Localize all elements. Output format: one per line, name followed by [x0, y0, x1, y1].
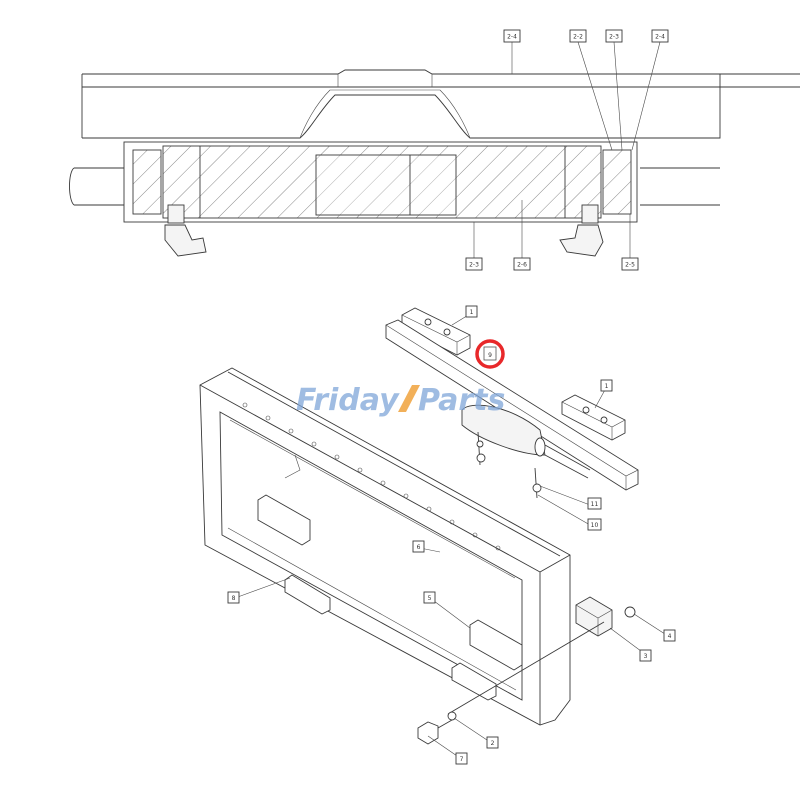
svg-text:2-3: 2-3 [469, 262, 479, 269]
callout-top-7: 2-5 [621, 257, 639, 271]
callout-3: 3 [639, 649, 652, 662]
svg-text:3: 3 [644, 653, 648, 660]
callout-top-3: 2-3 [605, 29, 623, 43]
svg-text:2-4: 2-4 [655, 34, 665, 41]
exploded-leaders [234, 313, 669, 759]
svg-text:4: 4 [668, 633, 672, 640]
svg-text:1: 1 [605, 383, 609, 390]
callout-top-6: 2-6 [513, 257, 531, 271]
callout-top-2: 2-2 [569, 29, 587, 43]
pad-left [257, 494, 311, 546]
callout-7: 7 [455, 752, 468, 765]
pad-right [469, 619, 523, 671]
svg-text:2-4: 2-4 [507, 34, 517, 41]
svg-text:1: 1 [470, 309, 474, 316]
svg-text:6: 6 [417, 544, 421, 551]
callout-5: 5 [423, 591, 436, 604]
svg-text:11: 11 [591, 501, 599, 508]
cylinder-body [162, 145, 602, 219]
bracket-top-right [561, 394, 626, 441]
svg-text:2-2: 2-2 [573, 34, 583, 41]
callout-8: 8 [227, 591, 240, 604]
callout-top-4: 2-4 [651, 29, 669, 43]
top-section-view: 2-4 2-2 2-3 2-4 2-3 2-6 2-5 [69, 29, 800, 271]
fitting-left [164, 204, 207, 257]
lower-shaft [69, 167, 720, 206]
piston [315, 154, 457, 216]
svg-text:5: 5 [428, 595, 432, 602]
bearing-right [602, 149, 632, 215]
callout-2: 2 [486, 736, 499, 749]
callout-11: 11 [587, 497, 602, 510]
rail-holes [242, 402, 501, 551]
svg-text:Parts: Parts [418, 383, 505, 418]
carriage-frame [199, 367, 571, 726]
svg-text:7: 7 [460, 756, 464, 763]
callout-1: 1 [465, 305, 478, 318]
long-rod [447, 621, 605, 715]
callout-top-5: 2-3 [465, 257, 483, 271]
pad-bottom-right [451, 662, 497, 701]
fitting-right [559, 204, 604, 257]
bearing-left [132, 149, 162, 215]
svg-text:9: 9 [488, 352, 492, 359]
bottom-bolt [417, 711, 457, 745]
cylinder-bolts [476, 431, 542, 499]
side-block [575, 596, 636, 637]
upper-beam-bottom [140, 74, 721, 139]
svg-text:2-6: 2-6 [517, 262, 527, 269]
highlight-part-9[interactable]: 9 [475, 339, 505, 369]
svg-text:2-3: 2-3 [609, 34, 619, 41]
exploded-view: 1 1 11 10 6 8 5 4 [199, 305, 676, 765]
cylinder-assembly [385, 319, 639, 491]
svg-text:8: 8 [232, 595, 236, 602]
callout-1b: 1 [600, 379, 613, 392]
callout-6: 6 [412, 540, 425, 553]
svg-text:2: 2 [491, 740, 495, 747]
callout-4: 4 [663, 629, 676, 642]
watermark-logo: Friday Parts [296, 383, 505, 418]
pad-bottom-left [284, 574, 331, 615]
callout-top-1: 2-4 [503, 29, 521, 43]
svg-text:10: 10 [591, 522, 599, 529]
svg-text:Friday: Friday [296, 383, 400, 418]
callout-10: 10 [587, 518, 602, 531]
svg-text:2-5: 2-5 [625, 262, 635, 269]
top-leaders [473, 41, 661, 262]
upper-beam [81, 69, 800, 139]
